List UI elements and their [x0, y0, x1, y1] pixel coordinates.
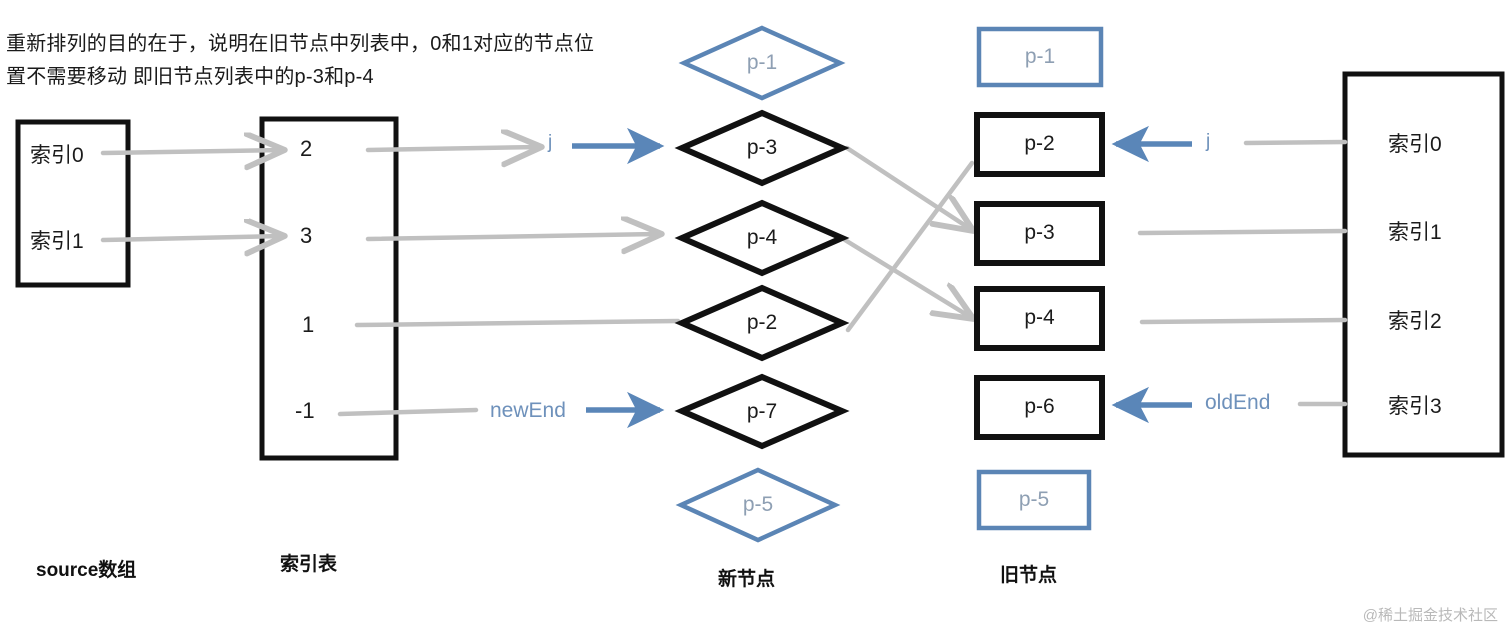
connector-oldindex2-to-old-node-p4	[1139, 317, 1348, 325]
old-node-shape-p-1[interactable]	[976, 26, 1104, 88]
pointer-label-old-end: oldEnd	[1205, 391, 1271, 414]
old-node-shape-p-5[interactable]	[976, 469, 1092, 531]
new-node-shape-p-7[interactable]	[674, 373, 850, 450]
old-node-shape-p-2[interactable]	[974, 112, 1105, 177]
index-table-value-0: 2	[300, 136, 313, 161]
connector-index3-to-newend	[337, 407, 479, 417]
diagram-title-line-1: 重新排列的目的在于，说明在旧节点中列表中，0和1对应的节点位	[6, 33, 595, 55]
connector-new-p4-to-old-p4	[842, 237, 972, 318]
index-table-value-1: 3	[300, 223, 313, 248]
old-index-table-item-3: 索引3	[1388, 395, 1442, 418]
source-array-item-1: 索引1	[30, 230, 84, 253]
old-node-shape-p-3[interactable]	[974, 201, 1105, 266]
old-index-table-item-0: 索引0	[1388, 133, 1442, 156]
connector-index2-to-node-p2	[354, 318, 681, 328]
new-node-shape-p-5[interactable]	[675, 467, 841, 543]
new-node-shape-p-2[interactable]	[674, 284, 850, 362]
connector-source1-to-index1	[100, 236, 283, 240]
pointer-label-new-end: newEnd	[490, 399, 566, 422]
caption-new-nodes: 新节点	[718, 569, 776, 590]
connector-oldindex0-to-j	[1243, 139, 1348, 146]
index-table-value-3: -1	[295, 398, 315, 423]
connector-new-p3-to-old-p3	[844, 145, 972, 230]
pointer-label-j-new: j	[548, 132, 553, 153]
pointer-label-j-old: j	[1206, 131, 1211, 152]
connector-index1-to-node-p4	[365, 234, 660, 239]
index-table-box	[259, 116, 399, 461]
caption-source-array: source数组	[36, 560, 137, 581]
caption-index-table: 索引表	[280, 554, 338, 575]
diagram-title: 重新排列的目的在于，说明在旧节点中列表中，0和1对应的节点位 置不需要移动 即旧…	[6, 28, 666, 94]
diagram-title-line-2: 置不需要移动 即旧节点列表中的p-3和p-4	[6, 66, 374, 88]
connector-index0-to-j-new	[365, 147, 540, 150]
connector-new-p2-to-old-p2	[845, 160, 975, 333]
old-node-shape-p-6[interactable]	[974, 375, 1105, 440]
connector-source0-to-index0	[100, 150, 283, 153]
caption-old-nodes: 旧节点	[1000, 565, 1058, 586]
old-index-table-item-2: 索引2	[1388, 310, 1442, 333]
new-node-shape-p-4[interactable]	[674, 199, 850, 277]
source-array-box	[15, 119, 131, 288]
connector-oldindex1-to-old-node-p3	[1137, 228, 1348, 236]
watermark: @稀土掘金技术社区	[1362, 607, 1498, 624]
old-node-shape-p-4[interactable]	[974, 286, 1105, 351]
new-node-shape-p-3[interactable]	[674, 109, 850, 187]
new-node-shape-p-1[interactable]	[678, 25, 846, 101]
old-index-table-box	[1342, 71, 1505, 458]
index-table-value-2: 1	[302, 312, 315, 337]
source-array-item-0: 索引0	[30, 144, 84, 167]
old-index-table-item-1: 索引1	[1388, 221, 1442, 244]
